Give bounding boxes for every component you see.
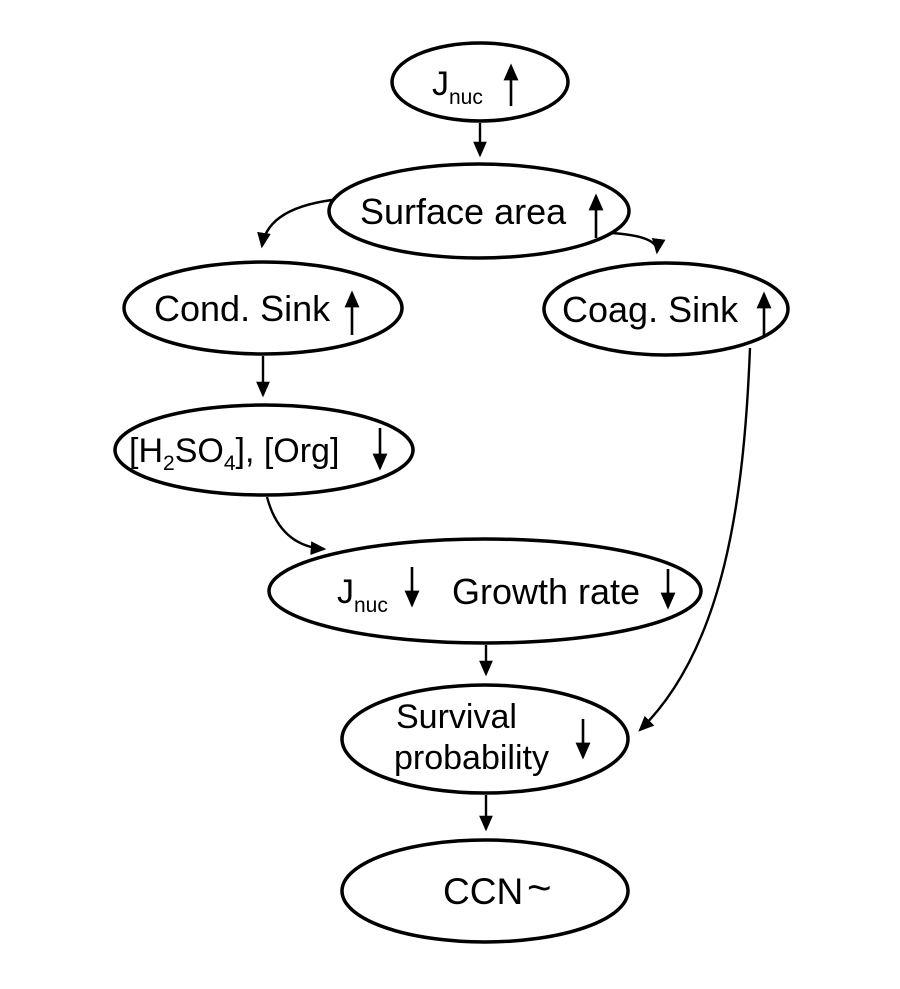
node-survival-line2: probability <box>394 739 549 777</box>
node-jnuc-growth-rate-ellipse <box>267 537 703 645</box>
node-growth-rate-label: Growth rate <box>452 571 640 612</box>
node-h2so4-org-label: [H2SO4], [Org] <box>129 432 339 475</box>
node-coag-sink-label: Coag. Sink <box>562 289 739 330</box>
node-cond-sink-ellipse <box>122 260 404 356</box>
edge-surface-to-coag-sink-arrow <box>610 231 666 255</box>
node-ccn-label: CCN <box>443 871 523 912</box>
edge-h2so4-to-growth-arrow <box>265 496 327 555</box>
node-coag-sink-ellipse <box>542 261 790 357</box>
node-jnuc-top: Jnuc <box>390 41 570 123</box>
node-surface-area-ellipse <box>327 162 631 260</box>
node-surface-area-label: Surface area <box>360 191 567 232</box>
node-survival-probability: Survival probability <box>340 683 630 795</box>
node-cond-sink: Cond. Sink <box>122 260 404 356</box>
node-survival-line1: Survival <box>396 698 517 736</box>
node-h2so4-org: [H2SO4], [Org] <box>113 403 415 497</box>
node-ccn-ellipse <box>340 838 630 944</box>
node-ccn: CCN ~ <box>340 838 630 944</box>
node-jnuc-top-ellipse <box>390 41 570 123</box>
tilde-steady-icon: ~ <box>527 864 552 911</box>
node-jnuc-label: Jnuc <box>337 573 388 617</box>
edge-coag-sink-to-survival-arrow <box>638 347 752 732</box>
node-jnuc-top-label: Jnuc <box>432 65 483 109</box>
edge-surface-to-cond-sink-arrow <box>257 197 342 249</box>
node-surface-area: Surface area <box>327 162 631 260</box>
node-coag-sink: Coag. Sink <box>542 261 790 357</box>
node-h2so4-org-ellipse <box>113 403 415 497</box>
node-jnuc-growth-rate: Jnuc Growth rate <box>267 537 703 645</box>
node-cond-sink-label: Cond. Sink <box>154 288 331 329</box>
node-survival-probability-ellipse <box>340 683 630 795</box>
